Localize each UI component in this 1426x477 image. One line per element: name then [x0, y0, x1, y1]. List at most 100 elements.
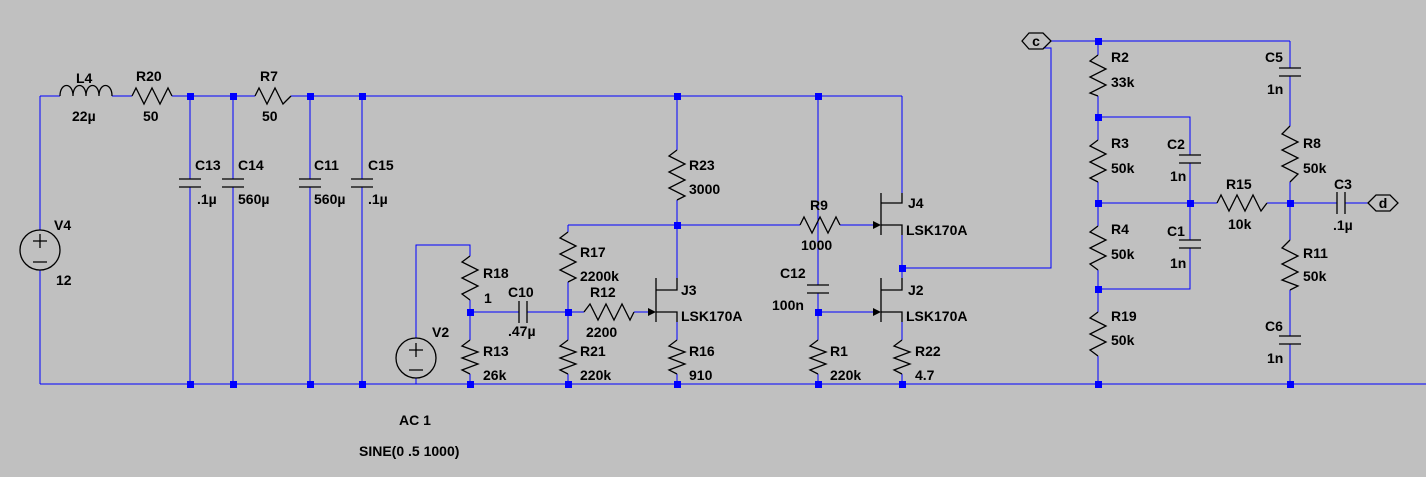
capacitor-C12 [807, 284, 829, 294]
net-label-d: d [1367, 194, 1399, 212]
label-C13-ref: C13 [195, 157, 221, 173]
resistor-R16 [667, 339, 687, 375]
capacitor-C6 [1279, 335, 1301, 345]
label-V2-value: AC 1 [399, 412, 431, 428]
capacitor-C11 [299, 178, 321, 188]
label-C5-ref: C5 [1265, 49, 1283, 65]
resistor-R9 [799, 215, 841, 235]
label-V2-value2: SINE(0 .5 1000) [359, 443, 459, 459]
label-L4-value: 22µ [72, 108, 96, 124]
label-C6-value: 1n [1267, 350, 1283, 366]
junction-dots [187, 38, 1294, 388]
label-C11-ref: C11 [314, 157, 339, 173]
label-C1-value: 1n [1170, 255, 1186, 271]
net-label-c: c [1021, 32, 1052, 50]
label-R1-ref: R1 [830, 343, 848, 359]
label-C2-value: 1n [1170, 168, 1186, 184]
label-C10-ref: C10 [508, 284, 534, 300]
label-R17-ref: R17 [580, 244, 606, 260]
resistor-R3 [1088, 139, 1108, 183]
label-J3-ref: J3 [681, 282, 697, 298]
label-R21-value: 220k [580, 367, 611, 383]
label-C12-value: 100n [772, 297, 804, 313]
label-R13-value: 26k [483, 367, 507, 383]
label-C2-ref: C2 [1167, 136, 1185, 152]
inductor-L4 [59, 84, 113, 97]
capacitor-C10 [518, 301, 528, 323]
label-R2-value: 33k [1111, 74, 1135, 90]
label-J4-value: LSK170A [906, 222, 967, 238]
capacitor-C1 [1179, 239, 1201, 249]
capacitor-C14 [222, 178, 244, 188]
label-R11-ref: R11 [1303, 245, 1328, 261]
label-R19-value: 50k [1111, 332, 1135, 348]
label-R16-ref: R16 [689, 343, 715, 359]
label-R11-value: 50k [1303, 268, 1327, 284]
resistor-R23 [667, 149, 687, 201]
resistor-R17 [558, 231, 578, 283]
label-R4-ref: R4 [1111, 221, 1129, 237]
label-C14-value: 560µ [238, 191, 269, 207]
label-V4-value: 12 [56, 272, 72, 288]
label-R20-ref: R20 [136, 68, 162, 84]
label-C15-value: .1µ [368, 191, 388, 207]
label-C1-ref: C1 [1167, 223, 1185, 239]
label-R1-value: 220k [830, 367, 861, 383]
jfet-J4 [873, 193, 903, 235]
resistor-R21 [558, 339, 578, 375]
label-C13-value: .1µ [197, 191, 217, 207]
label-C14-ref: C14 [238, 157, 264, 173]
capacitor-C15 [351, 178, 373, 188]
label-C3-ref: C3 [1334, 176, 1352, 192]
resistor-R22 [892, 339, 912, 375]
net-label-d-text: d [1379, 195, 1388, 211]
resistor-R13 [460, 339, 480, 375]
resistor-R4 [1088, 225, 1108, 271]
capacitor-C13 [179, 178, 201, 188]
jfet-J3 [648, 278, 678, 322]
label-C5-value: 1n [1267, 81, 1283, 97]
net-label-c-text: c [1032, 33, 1040, 49]
label-R18-ref: R18 [483, 265, 509, 281]
label-L4-ref: L4 [76, 70, 93, 86]
resistor-R20 [131, 86, 173, 106]
label-R8-ref: R8 [1303, 135, 1321, 151]
label-R2-ref: R2 [1111, 49, 1129, 65]
resistor-R11 [1280, 239, 1300, 291]
label-R15-ref: R15 [1226, 176, 1252, 192]
label-R9-ref: R9 [810, 197, 828, 213]
label-R17-value: 2200k [580, 268, 619, 284]
label-R15-value: 10k [1228, 216, 1252, 232]
voltage-source-V2 [395, 337, 437, 379]
label-V4-ref: V4 [54, 217, 71, 233]
capacitor-C3 [1336, 192, 1346, 214]
label-J2-ref: J2 [908, 282, 924, 298]
label-C3-value: .1µ [1333, 217, 1353, 233]
capacitor-C2 [1179, 154, 1201, 164]
component-labels: L4 22µ R20 50 R7 50 C13 .1µ C14 560µ C11… [54, 49, 1353, 459]
label-R7-value: 50 [262, 108, 278, 124]
resistor-R15 [1216, 193, 1268, 213]
label-R9-value: 1000 [801, 237, 832, 253]
resistor-R7 [254, 86, 292, 106]
label-R19-ref: R19 [1111, 308, 1137, 324]
label-C11-value: 560µ [314, 191, 345, 207]
label-R12-ref: R12 [590, 284, 616, 300]
label-R12-value: 2200 [586, 324, 617, 340]
label-J2-value: LSK170A [906, 308, 967, 324]
label-R18-value: 1 [484, 290, 492, 306]
label-R3-ref: R3 [1111, 135, 1129, 151]
label-R23-ref: R23 [689, 157, 715, 173]
resistor-R12 [583, 302, 635, 322]
label-R16-value: 910 [689, 367, 713, 383]
label-C10-value: .47µ [508, 323, 536, 339]
label-R7-ref: R7 [260, 68, 278, 84]
label-R8-value: 50k [1303, 160, 1327, 176]
label-C15-ref: C15 [368, 157, 394, 173]
jfet-J2 [873, 278, 903, 322]
label-J3-value: LSK170A [681, 308, 742, 324]
label-R22-value: 4.7 [915, 367, 935, 383]
label-C6-ref: C6 [1265, 318, 1283, 334]
resistor-R18 [460, 255, 480, 301]
